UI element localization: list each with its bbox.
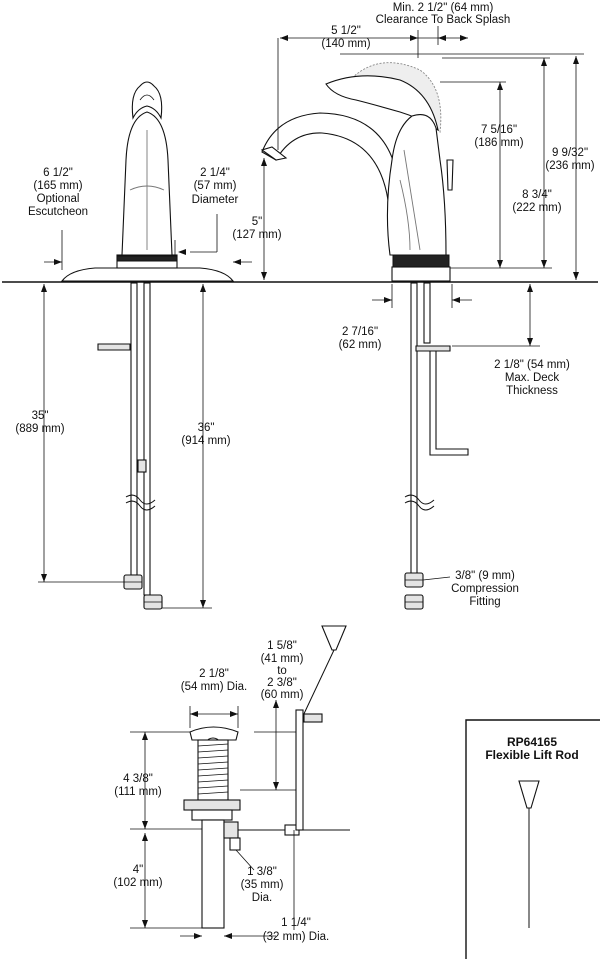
tailpiece-h-line2: (102 mm) (113, 877, 162, 889)
tailpiece-dia-line1: 1 1/4" (281, 917, 311, 929)
h-7-5-16-line2: (186 mm) (474, 137, 523, 149)
lift-rod-part-number: RP64165 (507, 735, 557, 749)
compression-line1: 3/8" (9 mm) (455, 570, 515, 582)
lift-range-line1: 1 5/8" (267, 640, 297, 652)
lift-range-line4: 2 3/8" (267, 677, 297, 689)
tailpiece-dia-line2: (32 mm) Dia. (263, 931, 329, 943)
supply-35-line1: 35" (32, 410, 49, 422)
pivot-dia-line2: (35 mm) (241, 879, 284, 891)
base-diameter-line1: 2 1/4" (200, 167, 230, 179)
clearance-line2: Clearance To Back Splash (376, 14, 511, 26)
escutcheon-line3: Optional (37, 193, 80, 205)
drain-h-line1: 4 3/8" (123, 773, 153, 785)
tailpiece-h-line1: 4" (133, 864, 143, 876)
base-depth-line2: (62 mm) (339, 339, 382, 351)
compression-line3: Fitting (469, 596, 500, 608)
faucet-side-view (260, 62, 469, 610)
escutcheon-line2: (165 mm) (33, 180, 82, 192)
dimension-labels: Min. 2 1/2" (64 mm) Clearance To Back Sp… (15, 2, 594, 943)
base-diameter-line2: (57 mm) (194, 180, 237, 192)
drain-dia-line2: (54 mm) Dia. (181, 681, 247, 693)
escutcheon-line1: 6 1/2" (43, 167, 73, 179)
deck-line2: Max. Deck (505, 372, 560, 384)
deck-line3: Thickness (506, 385, 558, 397)
base-depth-line1: 2 7/16" (342, 326, 378, 338)
escutcheon-line4: Escutcheon (28, 206, 88, 218)
pivot-dia-line1: 1 3/8" (247, 866, 277, 878)
drain-threads (197, 743, 229, 795)
compression-line2: Compression (451, 583, 519, 595)
drain-dia-line1: 2 1/8" (199, 668, 229, 680)
h-9-9-32-line1: 9 9/32" (552, 147, 588, 159)
dimension-lines (38, 26, 584, 939)
lift-rod-knob (518, 780, 540, 809)
clearance-line1: Min. 2 1/2" (64 mm) (393, 2, 494, 14)
h-9-9-32-line2: (236 mm) (545, 160, 594, 172)
lift-rod-title: Flexible Lift Rod (485, 748, 578, 762)
reach-line1: 5 1/2" (331, 25, 361, 37)
supply-36-line1: 36" (198, 422, 215, 434)
faucet-front-view (60, 81, 235, 610)
spout-height-line1: 5" (252, 216, 262, 228)
lift-range-line5: (60 mm) (261, 689, 304, 701)
base-diameter-line3: Diameter (192, 194, 239, 206)
pop-up-drain-assembly (183, 625, 350, 930)
h-8-3-4-line2: (222 mm) (512, 202, 561, 214)
h-7-5-16-line1: 7 5/16" (481, 124, 517, 136)
pivot-dia-line3: Dia. (252, 892, 272, 904)
reach-line2: (140 mm) (321, 38, 370, 50)
lift-range-line2: (41 mm) (261, 653, 304, 665)
drain-h-line2: (111 mm) (114, 786, 162, 798)
deck-line1: 2 1/8" (54 mm) (494, 359, 570, 371)
h-8-3-4-line1: 8 3/4" (522, 189, 552, 201)
supply-35-line2: (889 mm) (15, 423, 64, 435)
flexible-lift-rod-box: RP64165 Flexible Lift Rod (465, 719, 600, 959)
lift-range-line3: to (277, 665, 287, 677)
supply-36-line2: (914 mm) (181, 435, 230, 447)
spout-height-line2: (127 mm) (232, 229, 281, 241)
